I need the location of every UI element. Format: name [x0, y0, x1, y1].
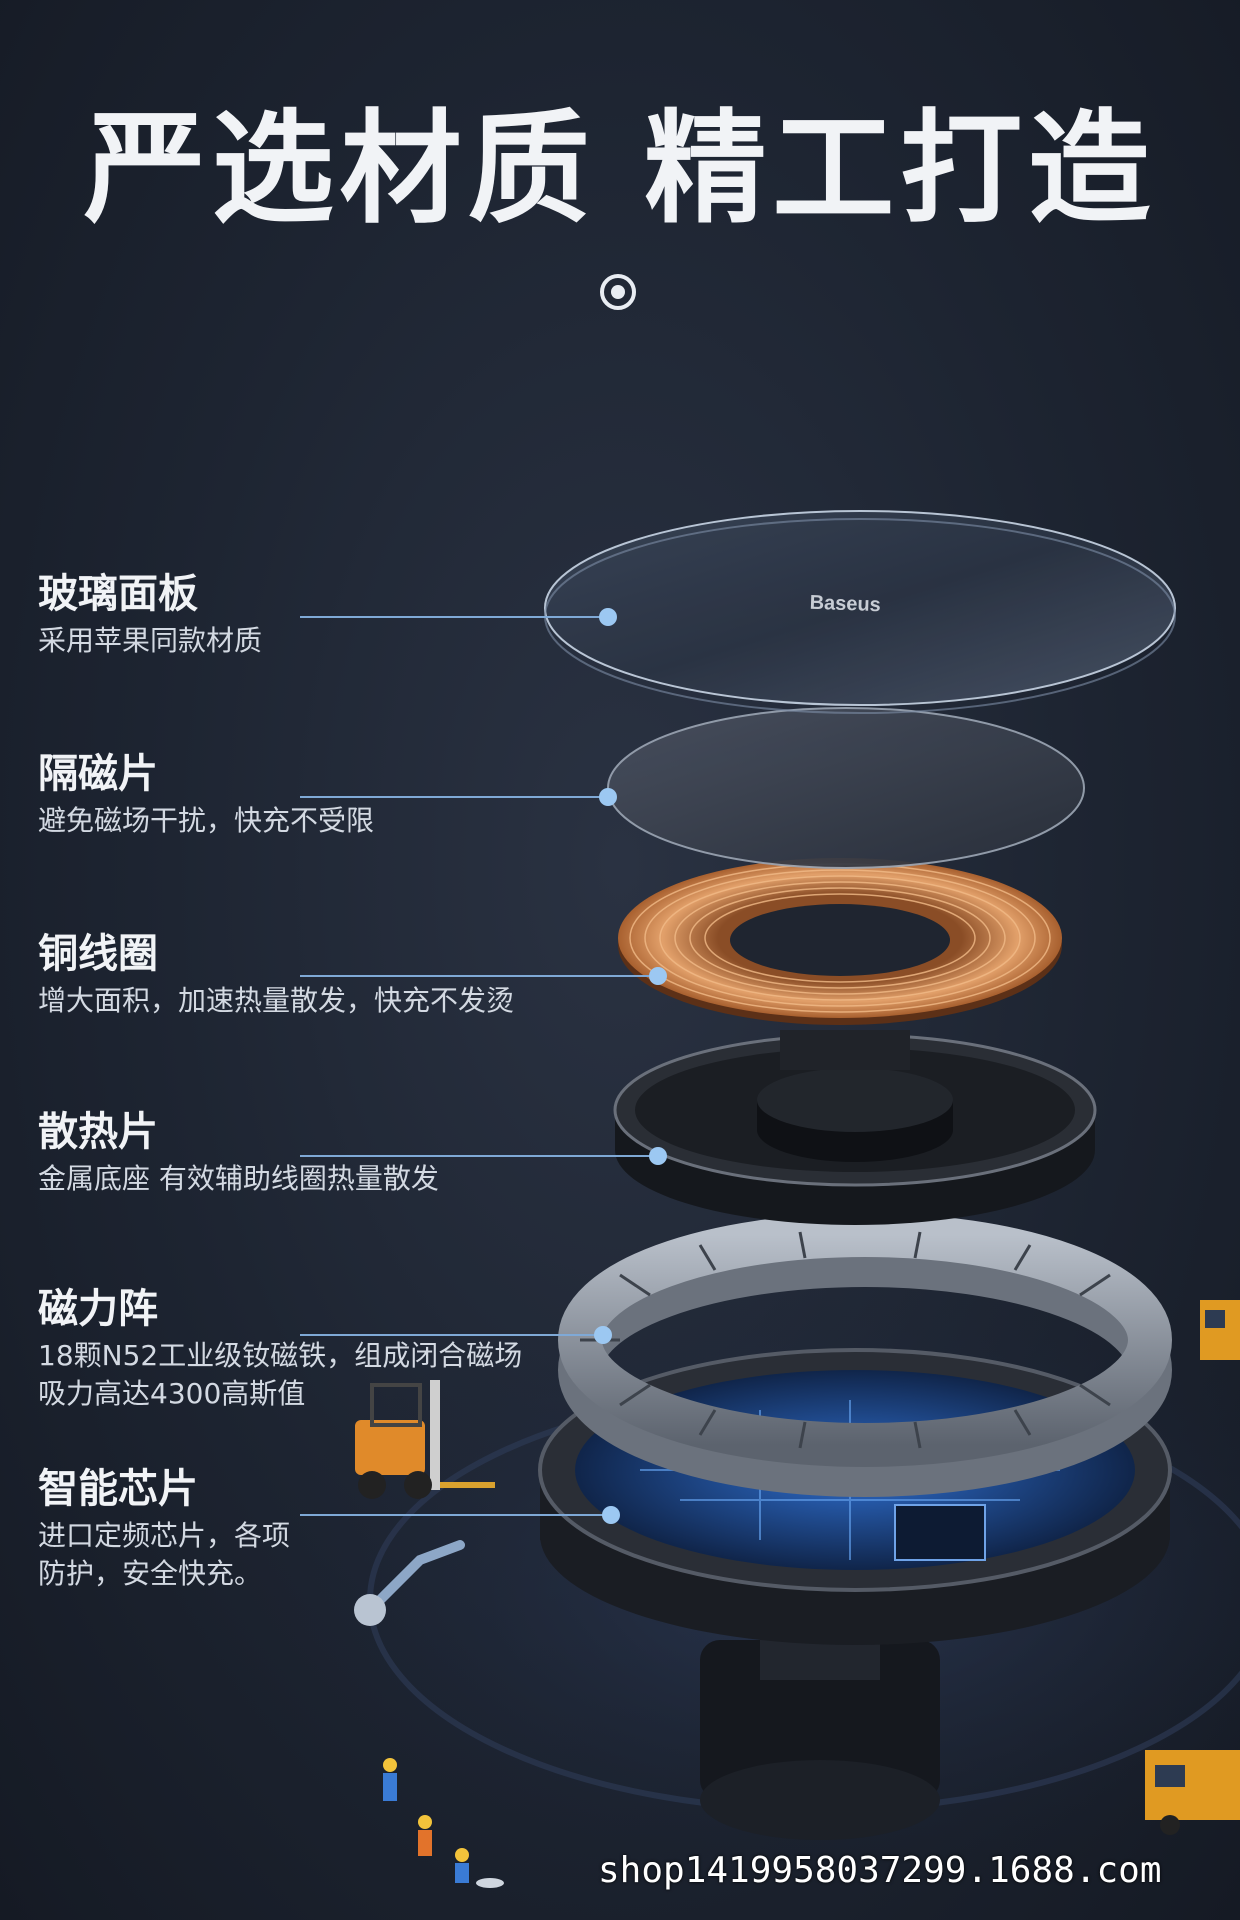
component-name: 散热片: [38, 1109, 158, 1155]
truck-figure-right-top: [1200, 1300, 1240, 1360]
truck-figure-right-bottom: [1145, 1750, 1240, 1835]
brand-logo: Baseus: [809, 592, 881, 616]
component-name: 智能芯片: [38, 1466, 198, 1512]
glass-panel: Baseus: [544, 510, 1176, 714]
marker-dot: [599, 608, 617, 626]
shop-watermark: shop1419958037299.1688.com: [598, 1850, 1162, 1891]
component-desc: 采用苹果同款材质: [38, 624, 263, 657]
marker-dot: [594, 1326, 612, 1344]
worker-figures: [383, 1758, 504, 1888]
component-name: 隔磁片: [38, 751, 158, 797]
component-desc: 避免磁场干扰，快充不受限: [38, 804, 375, 837]
component-name: 玻璃面板: [38, 571, 198, 617]
magnetic-shield-sheet: [607, 707, 1085, 869]
magnet-ring: [558, 1213, 1172, 1497]
component-label-coil: 铜线圈 增大面积，加速热量散发，快充不发烫: [38, 930, 514, 1020]
component-name: 磁力阵: [38, 1286, 158, 1332]
component-label-chip: 智能芯片 进口定频芯片，各项 防护，安全快充。: [38, 1465, 290, 1593]
component-desc: 增大面积，加速热量散发，快充不发烫: [38, 984, 515, 1017]
forklift-figure: [355, 1380, 495, 1499]
marker-dot: [649, 967, 667, 985]
excavator-figure: [354, 1540, 465, 1626]
component-desc: 金属底座 有效辅助线圈热量散发: [38, 1162, 439, 1195]
heat-sink-plate: [613, 1030, 1097, 1225]
component-label-shield: 隔磁片 避免磁场干扰，快充不受限: [38, 750, 374, 840]
component-name: 铜线圈: [38, 931, 158, 977]
component-desc: 18颗N52工业级钕磁铁，组成闭合磁场 吸力高达4300高斯值: [38, 1339, 523, 1410]
component-label-magnet: 磁力阵 18颗N52工业级钕磁铁，组成闭合磁场 吸力高达4300高斯值: [38, 1285, 522, 1413]
component-label-heatsink: 散热片 金属底座 有效辅助线圈热量散发: [38, 1108, 439, 1198]
component-desc: 进口定频芯片，各项 防护，安全快充。: [38, 1519, 291, 1590]
copper-coil: [618, 858, 1062, 1025]
target-icon: [600, 274, 636, 310]
component-label-glass: 玻璃面板 采用苹果同款材质: [38, 570, 262, 660]
marker-dot: [602, 1506, 620, 1524]
page-title: 严选材质 精工打造: [83, 98, 1157, 240]
marker-dot: [649, 1147, 667, 1165]
marker-dot: [599, 788, 617, 806]
